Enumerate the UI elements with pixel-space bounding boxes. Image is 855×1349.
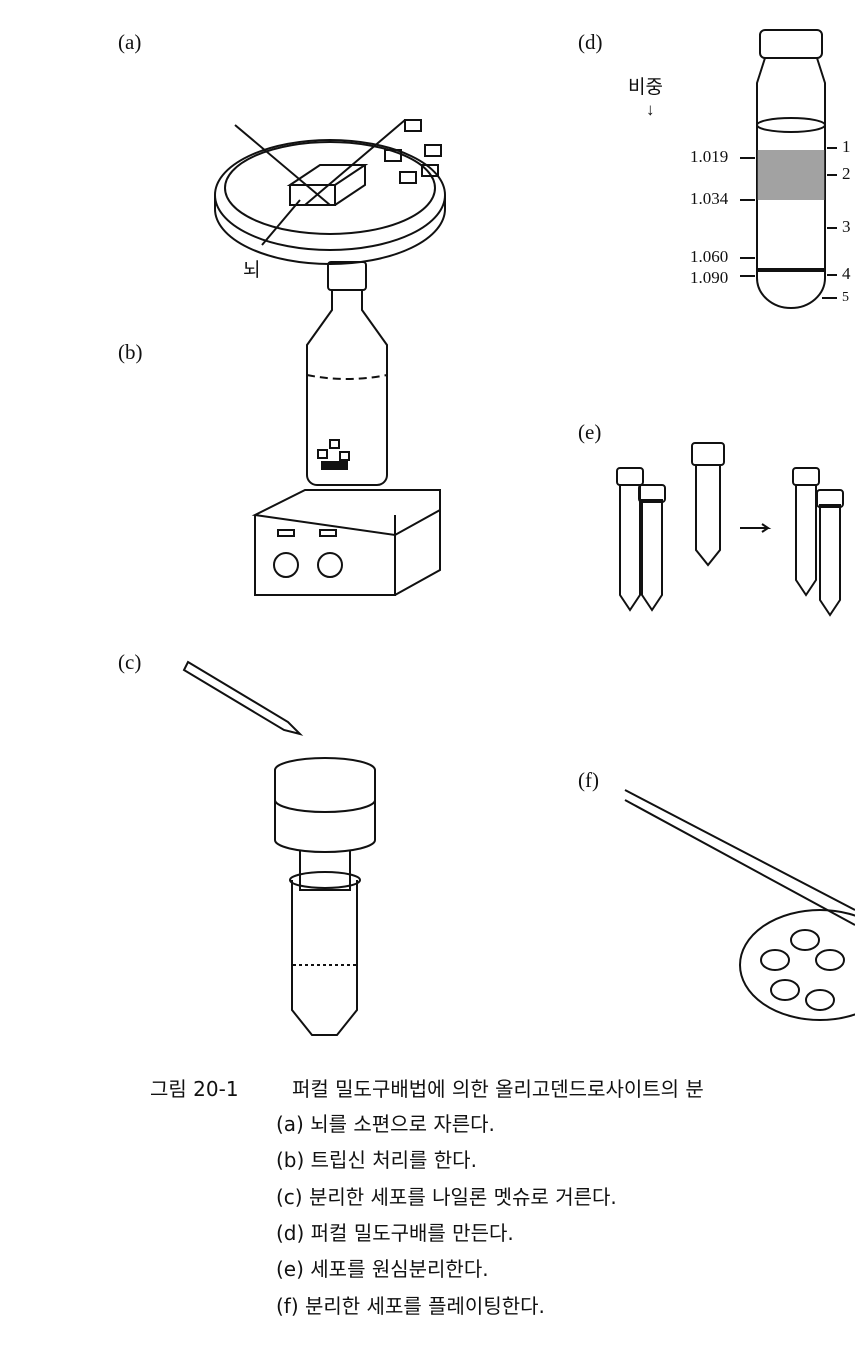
layer-number: 4 (842, 264, 851, 283)
layer-number: 5 (842, 290, 849, 305)
panel-b-label: (b) (118, 340, 143, 364)
caption-step: (e) 세포를 원심분리한다. (276, 1257, 489, 1281)
panel-c-label: (c) (118, 650, 142, 674)
density-gradient-tube-illustration (740, 29, 837, 309)
density-value: 1.019 (690, 147, 729, 166)
density-value: 1.034 (690, 189, 729, 208)
filter-tube-illustration (182, 660, 376, 1036)
layer-number: 1 (842, 137, 851, 156)
caption-step: (c) 분리한 세포를 나일론 멧슈로 거른다. (276, 1185, 617, 1209)
panel-a-label: (a) (118, 30, 142, 54)
density-arrow: ↓ (646, 100, 655, 119)
brain-label: 뇌 (243, 259, 261, 281)
caption-step: (f) 분리한 세포를 플레이팅한다. (276, 1294, 545, 1318)
layer-number: 2 (842, 164, 851, 183)
figure-title: 퍼컬 밀도구배법에 의한 올리고덴드로사이트의 분 (292, 1077, 704, 1101)
panel-e-label: (e) (578, 420, 602, 444)
centrifuge-tubes-illustration (616, 442, 844, 617)
layer-number: 3 (842, 217, 851, 236)
caption-step: (b) 트립신 처리를 한다. (276, 1148, 477, 1172)
caption-step: (a) 뇌를 소편으로 자른다. (276, 1112, 495, 1136)
density-value: 1.090 (690, 268, 729, 287)
panel-d-label: (d) (578, 30, 603, 54)
density-value: 1.060 (690, 247, 729, 266)
caption-step: (d) 퍼컬 밀도구배를 만든다. (276, 1221, 514, 1245)
petri-dish-brain-illustration (214, 119, 446, 265)
figure-number: 그림 20-1 (150, 1077, 239, 1101)
bottle-on-stirrer-illustration (251, 261, 441, 596)
panel-f-label: (f) (578, 768, 599, 792)
plating-dish-illustration (624, 789, 855, 1021)
density-title: 비중 (628, 76, 663, 98)
